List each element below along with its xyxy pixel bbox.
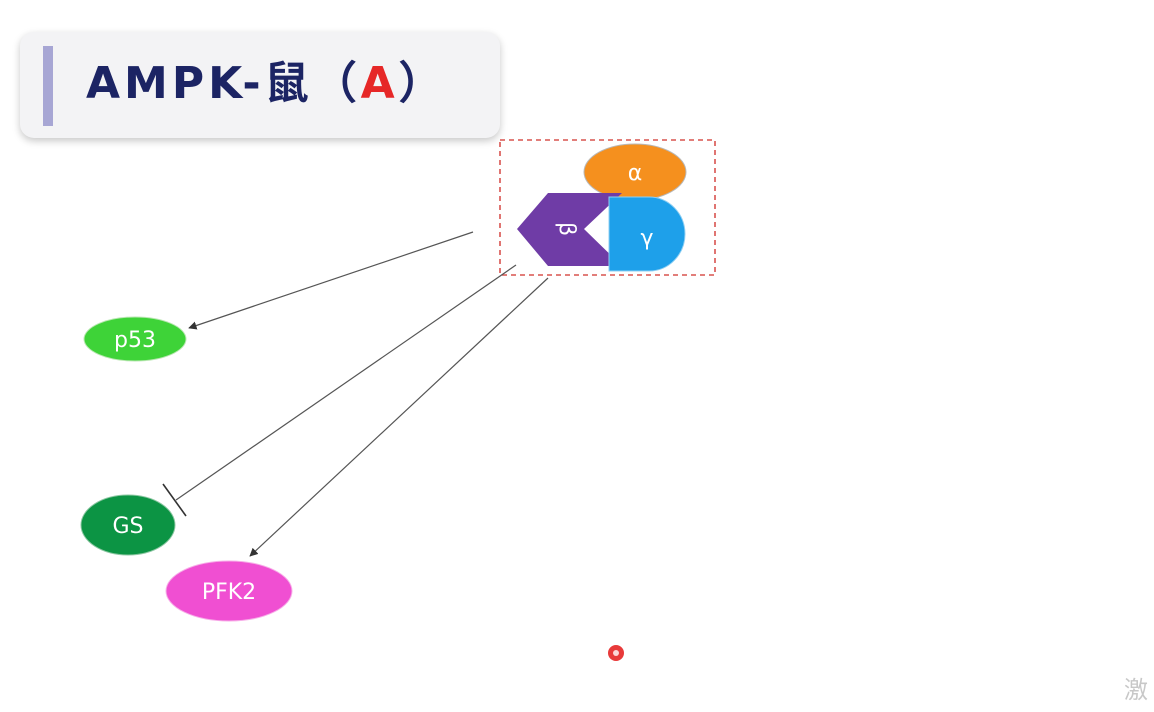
beta-label: β: [554, 222, 579, 236]
slide-title: AMPK-鼠（A）: [86, 56, 447, 112]
ampk-complex: α β γ: [499, 139, 716, 276]
gs-label: GS: [112, 514, 143, 539]
edge-to-p53: [188, 231, 474, 330]
title-highlight: A: [360, 58, 399, 109]
p53-node-shape: [83, 316, 187, 362]
pfk2-node-shape: [165, 560, 293, 622]
beta-subunit: [517, 193, 622, 266]
inhibit-line: [175, 264, 517, 501]
alpha-label: α: [628, 161, 643, 186]
node-p53: p53: [83, 316, 187, 362]
edge-inhibit-gs: [162, 264, 517, 517]
p53-label: p53: [114, 328, 156, 353]
complex-dashed-border: [499, 139, 716, 276]
title-prefix: AMPK-鼠（: [86, 58, 361, 109]
title-card: AMPK-鼠（A）: [20, 32, 500, 138]
laser-pointer: [608, 645, 624, 661]
gs-node-shape: [80, 494, 176, 556]
node-gs: GS: [80, 494, 176, 556]
watermark: 激: [1124, 676, 1148, 704]
gamma-subunit: [608, 196, 686, 272]
pfk2-label: PFK2: [202, 580, 256, 605]
node-pfk2: PFK2: [165, 560, 293, 622]
title-suffix: ）: [398, 58, 447, 109]
edge-to-pfk2: [249, 277, 549, 557]
gamma-label: γ: [640, 226, 653, 251]
inhibit-bar: [162, 483, 187, 517]
title-accent-bar: [43, 46, 53, 126]
